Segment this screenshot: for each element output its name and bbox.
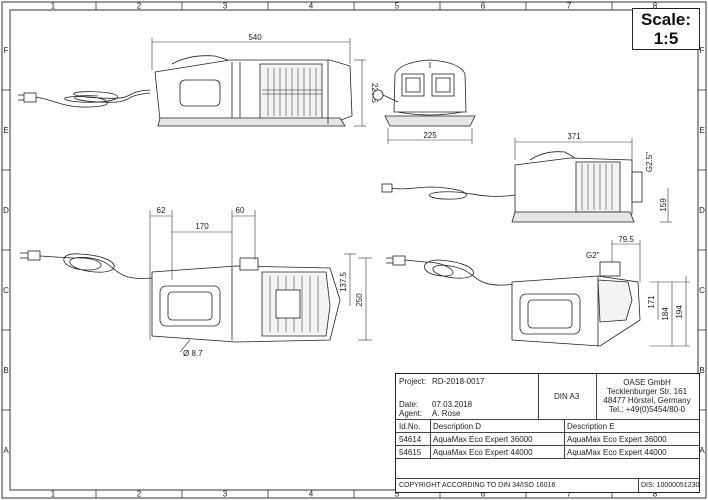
border-zone-label: 1: [51, 490, 56, 499]
dis-number: DIS: 10000051230: [641, 482, 700, 489]
dimension-lines-top: [611, 240, 690, 347]
border-zone-label: 6: [481, 490, 486, 499]
project-label: Project:: [399, 377, 427, 386]
pump-plan-view: [20, 250, 341, 343]
copyright-text: COPYRIGHT ACCORDING TO DIN 34/ISO 16016: [399, 482, 556, 489]
pump-right-side-view: [381, 151, 643, 223]
border-zone-label: C: [3, 286, 9, 295]
header-desc-e: Description E: [567, 422, 615, 431]
dim-60-label: 60: [236, 206, 245, 215]
row-id: 54614: [399, 435, 422, 444]
border-zone-label: 3: [223, 2, 228, 11]
dim-side-height-label: 159: [659, 198, 668, 212]
dim-width-label: 225: [423, 131, 437, 140]
border-zone-label: 5: [395, 490, 400, 499]
title-block: Project: RD-2018-0017 Date: 07.03.2018 A…: [395, 373, 700, 493]
header-id: Id.No.: [399, 422, 421, 431]
project-value: RD-2018-0017: [432, 377, 485, 386]
border-zone-label: C: [699, 286, 705, 295]
border-zone-label: D: [3, 206, 9, 215]
border-zone-label: 4: [309, 2, 314, 11]
tb-divider: [396, 445, 699, 446]
tb-divider: [430, 419, 431, 458]
tb-divider: [396, 458, 699, 459]
border-zone-label: 4: [309, 490, 314, 499]
pump-front-view: [372, 59, 476, 127]
tb-divider: [538, 374, 539, 419]
dim-194-label: 194: [675, 305, 684, 319]
tb-divider: [396, 432, 699, 433]
border-zone-label: 6: [481, 2, 486, 11]
border-zone-label: B: [699, 366, 704, 375]
dimension-lines-side: [151, 38, 366, 127]
border-zone-label: 5: [395, 2, 400, 11]
border-zone-label: E: [699, 126, 704, 135]
row-id: 54615: [399, 448, 422, 457]
tb-divider: [396, 419, 699, 420]
scale-label: Scale:: [640, 10, 692, 29]
paper-format: DIN A3: [554, 392, 580, 401]
dim-port2-label: G2": [586, 251, 600, 260]
dim-250-label: 250: [355, 293, 364, 307]
row-desc-d: AquaMax Eco Expert 44000: [433, 448, 533, 457]
date-label: Date:: [399, 400, 419, 409]
scale-value: 1:5: [653, 29, 679, 48]
row-desc-e: AquaMax Eco Expert 36000: [567, 435, 667, 444]
pump-side-view: [18, 55, 353, 127]
border-zone-label: 7: [567, 490, 572, 499]
dim-62-label: 62: [157, 206, 166, 215]
border-zone-label: D: [699, 206, 705, 215]
dimension-lines-plan: [149, 210, 372, 353]
border-zone-label: F: [4, 46, 9, 55]
scale-box: Scale: 1:5: [632, 8, 700, 50]
company-street: Tecklenburger Str. 161: [606, 387, 688, 396]
border-zone-label: E: [3, 126, 8, 135]
border-zone-label: F: [700, 46, 705, 55]
row-desc-d: AquaMax Eco Expert 36000: [433, 435, 533, 444]
dimension-lines-front: [387, 128, 473, 144]
border-zone-label: 8: [653, 2, 658, 11]
tb-divider: [596, 374, 597, 419]
company-name: OASE GmbH: [623, 378, 671, 387]
header-desc-d: Description D: [433, 422, 482, 431]
tb-divider: [564, 419, 565, 458]
border-zone-label: 1: [51, 2, 56, 11]
border-zone-label: 2: [137, 490, 142, 499]
dim-137-label: 137.5: [339, 271, 348, 292]
border-zone-label: 8: [653, 490, 658, 499]
date-value: 07.03.2018: [432, 400, 473, 409]
border-zone-label: A: [699, 446, 705, 455]
agent-label: Agent:: [399, 409, 423, 418]
border-zone-label: 7: [567, 2, 572, 11]
border-zone-label: B: [3, 366, 8, 375]
dim-length-label: 540: [248, 33, 262, 42]
border-zone-label: A: [3, 446, 9, 455]
dim-184-label: 184: [661, 307, 670, 321]
company-city: 48477 Hörstel, Germany: [603, 396, 691, 405]
dim-hole-label: Ø 8.7: [183, 349, 203, 358]
dim-170-label: 170: [195, 222, 209, 231]
border-zone-label: 2: [137, 2, 142, 11]
tb-divider: [396, 478, 699, 479]
agent-value: A. Rose: [432, 409, 461, 418]
company-phone: Tel.: +49(0)5454/80-0: [608, 405, 686, 414]
row-desc-e: AquaMax Eco Expert 44000: [567, 448, 667, 457]
dimension-lines-right: [514, 138, 672, 223]
tb-divider: [638, 478, 639, 492]
dim-171-label: 171: [647, 295, 656, 309]
border-zone-label: 3: [223, 490, 228, 499]
pump-top-view: [386, 255, 641, 347]
dim-port-label: G2.5": [645, 152, 654, 172]
dim-right-length-label: 371: [567, 132, 581, 141]
dim-79-label: 79.5: [618, 235, 634, 244]
